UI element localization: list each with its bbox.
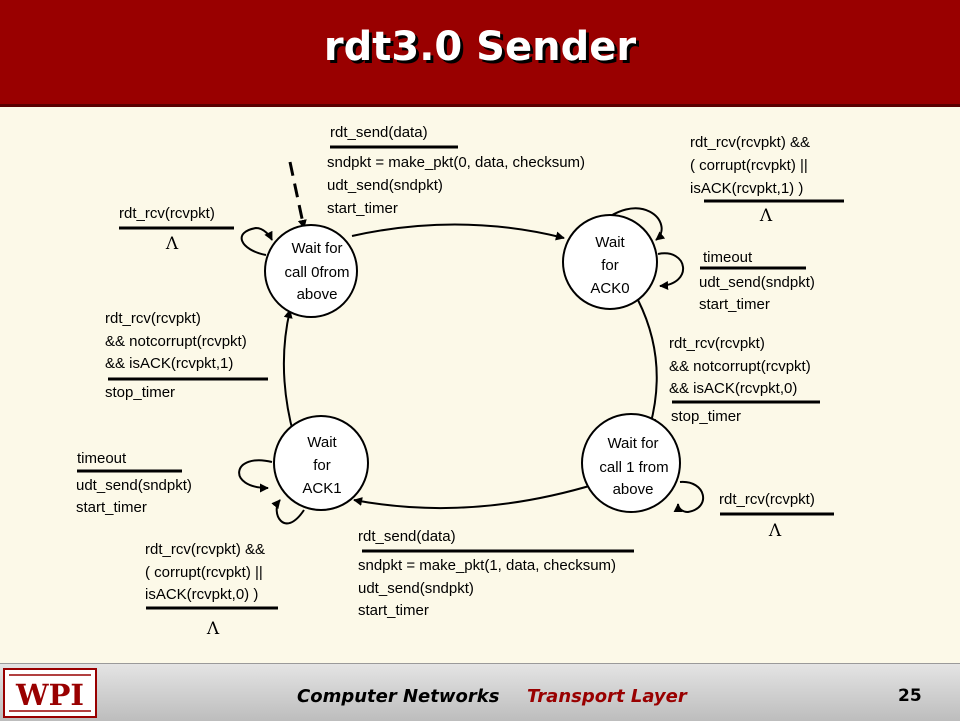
self-loop-call1 bbox=[673, 480, 705, 514]
state-label-line: call 1 from bbox=[599, 459, 668, 476]
transition-event: rdt_rcv(rcvpkt) bbox=[669, 335, 765, 352]
state-label-line: call 0from bbox=[284, 264, 349, 281]
transition-ack0-corrupt: rdt_rcv(rcvpkt) && ( corrupt(rcvpkt) || … bbox=[690, 134, 844, 226]
arrow-call1-to-ack1 bbox=[353, 483, 597, 510]
self-loop-ack1-bottom bbox=[271, 499, 305, 525]
self-loop-ack0-right bbox=[657, 252, 685, 291]
arrow-ack1-to-call0 bbox=[282, 309, 295, 437]
transition-action: start_timer bbox=[327, 200, 398, 217]
transition-action: sndpkt = make_pkt(0, data, checksum) bbox=[327, 154, 585, 171]
transition-action: stop_timer bbox=[105, 384, 175, 401]
transition-event: && isACK(rcvpkt,0) bbox=[669, 380, 797, 397]
arrow-ack0-to-call1 bbox=[637, 299, 658, 427]
transition-event: rdt_rcv(rcvpkt) bbox=[105, 310, 201, 327]
slide-title: rdt3.0 Sender bbox=[323, 24, 637, 70]
transition-event: ( corrupt(rcvpkt) || bbox=[145, 564, 263, 581]
state-wait-call0: Wait for call 0from above bbox=[264, 224, 358, 318]
self-loop-call0 bbox=[240, 226, 273, 256]
transition-action: start_timer bbox=[76, 499, 147, 516]
state-label-line: Wait for bbox=[291, 240, 342, 257]
state-wait-call1: Wait for call 1 from above bbox=[581, 413, 681, 513]
transition-action: udt_send(sndpkt) bbox=[699, 274, 815, 291]
wpi-logo: WPI bbox=[3, 668, 97, 718]
lambda-symbol: Λ bbox=[759, 206, 773, 226]
wpi-logo-text: WPI bbox=[15, 678, 84, 712]
lambda-symbol: Λ bbox=[768, 521, 782, 541]
initial-state-arrow bbox=[288, 161, 307, 229]
state-label-line: for bbox=[313, 457, 331, 474]
state-label-line: ACK1 bbox=[302, 480, 341, 497]
state-label-line: Wait bbox=[595, 234, 625, 251]
transition-event: rdt_rcv(rcvpkt) && bbox=[690, 134, 810, 151]
transition-event: && notcorrupt(rcvpkt) bbox=[669, 358, 811, 375]
transition-event: rdt_send(data) bbox=[330, 124, 428, 141]
state-label-line: Wait for bbox=[607, 435, 658, 452]
transition-event: rdt_rcv(rcvpkt) bbox=[719, 491, 815, 508]
transition-event: isACK(rcvpkt,1) ) bbox=[690, 180, 803, 197]
transition-event: rdt_send(data) bbox=[358, 528, 456, 545]
transition-action: stop_timer bbox=[671, 408, 741, 425]
state-wait-ack1: Wait for ACK1 bbox=[273, 415, 369, 511]
transition-ack0-ok: rdt_rcv(rcvpkt) && notcorrupt(rcvpkt) &&… bbox=[669, 335, 820, 425]
transition-call0-rcv: rdt_rcv(rcvpkt) Λ bbox=[119, 205, 234, 254]
slide-content: Wait for call 0from above Wait for ACK0 … bbox=[0, 107, 960, 663]
transition-action: start_timer bbox=[358, 602, 429, 619]
transition-ack0-timeout: timeout udt_send(sndpkt) start_timer bbox=[699, 249, 815, 313]
page-number: 25 bbox=[898, 686, 922, 706]
lambda-symbol: Λ bbox=[165, 234, 179, 254]
transition-send0: rdt_send(data) sndpkt = make_pkt(0, data… bbox=[327, 124, 585, 217]
transition-action: udt_send(sndpkt) bbox=[358, 580, 474, 597]
fsm-diagram: Wait for call 0from above Wait for ACK0 … bbox=[76, 124, 844, 639]
transition-call1-rcv: rdt_rcv(rcvpkt) Λ bbox=[719, 491, 834, 541]
lambda-symbol: Λ bbox=[206, 619, 220, 639]
transition-send1: rdt_send(data) sndpkt = make_pkt(1, data… bbox=[358, 528, 634, 619]
transition-event: isACK(rcvpkt,0) ) bbox=[145, 586, 258, 603]
state-label-line: ACK0 bbox=[590, 280, 629, 297]
state-label-line: above bbox=[297, 286, 338, 303]
transition-event: timeout bbox=[703, 249, 753, 266]
transition-event: ( corrupt(rcvpkt) || bbox=[690, 157, 808, 174]
state-label-line: Wait bbox=[307, 434, 337, 451]
arrow-call0-to-ack0 bbox=[351, 223, 565, 241]
title-bar: rdt3.0 Sender bbox=[0, 0, 960, 107]
transition-ack1-ok: rdt_rcv(rcvpkt) && notcorrupt(rcvpkt) &&… bbox=[105, 310, 268, 401]
state-wait-ack0: Wait for ACK0 bbox=[562, 214, 658, 310]
transition-event: timeout bbox=[77, 450, 127, 467]
transition-event: && isACK(rcvpkt,1) bbox=[105, 355, 233, 372]
footer-topic: Transport Layer bbox=[527, 686, 687, 707]
transition-event: rdt_rcv(rcvpkt) bbox=[119, 205, 215, 222]
state-label-line: above bbox=[613, 481, 654, 498]
self-loop-ack1-left bbox=[238, 459, 273, 493]
state-label-line: for bbox=[601, 257, 619, 274]
transition-action: start_timer bbox=[699, 296, 770, 313]
transition-action: sndpkt = make_pkt(1, data, checksum) bbox=[358, 557, 616, 574]
footer: WPI Computer Networks Transport Layer 25 bbox=[0, 663, 960, 721]
transition-event: rdt_rcv(rcvpkt) && bbox=[145, 541, 265, 558]
transition-ack1-timeout: timeout udt_send(sndpkt) start_timer bbox=[76, 450, 192, 516]
transition-action: udt_send(sndpkt) bbox=[327, 177, 443, 194]
footer-course: Computer Networks bbox=[297, 686, 500, 707]
transition-action: udt_send(sndpkt) bbox=[76, 477, 192, 494]
transition-event: && notcorrupt(rcvpkt) bbox=[105, 333, 247, 350]
transition-ack1-corrupt: rdt_rcv(rcvpkt) && ( corrupt(rcvpkt) || … bbox=[145, 541, 278, 639]
